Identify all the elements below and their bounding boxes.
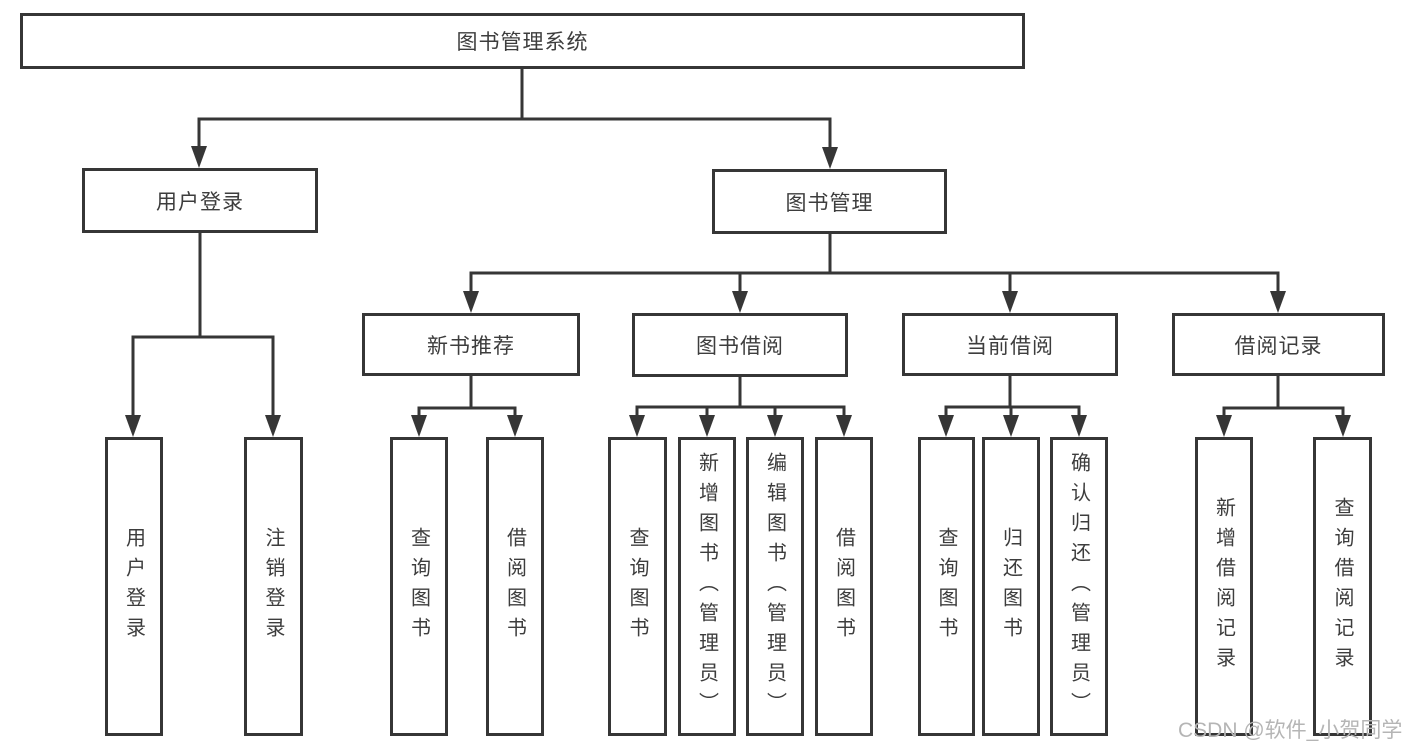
connector-newbook-to-leaves bbox=[417, 374, 517, 419]
node-user-login-label: 用户登录 bbox=[156, 190, 244, 214]
leaf-newbook-query-books: 查询图书 bbox=[390, 437, 448, 736]
node-root-label: 图书管理系统 bbox=[456, 31, 589, 54]
connector-bookborrow-to-leaves bbox=[635, 375, 846, 419]
leaf-cb-confirm-return-admin-label: 确认归还（管理员） bbox=[1067, 451, 1090, 722]
arrowhead-leaf-user-login bbox=[125, 415, 141, 437]
leaf-user-login: 用户登录 bbox=[105, 437, 163, 736]
leaf-bb-borrow-books-label: 借阅图书 bbox=[832, 526, 855, 647]
arrowhead-leaf-br-add bbox=[1216, 415, 1232, 437]
node-new-book-recommend: 新书推荐 bbox=[362, 313, 580, 376]
leaf-cb-query-books-label: 查询图书 bbox=[935, 526, 957, 647]
node-root-library-system: 图书管理系统 bbox=[20, 13, 1025, 69]
node-current-borrow-label: 当前借阅 bbox=[966, 334, 1054, 358]
connector-bookmgmt-to-level2 bbox=[469, 232, 1280, 294]
leaf-br-add-record: 新增借阅记录 bbox=[1195, 437, 1253, 736]
arrowhead-leaf-br-query bbox=[1335, 415, 1351, 437]
leaf-newbook-borrow-books: 借阅图书 bbox=[486, 437, 544, 736]
arrowhead-leaf-bb-query bbox=[629, 415, 645, 437]
leaf-cb-return-books: 归还图书 bbox=[982, 437, 1040, 736]
node-book-management: 图书管理 bbox=[712, 169, 947, 234]
leaf-bb-query-books-label: 查询图书 bbox=[626, 526, 648, 647]
leaf-user-login-label: 用户登录 bbox=[122, 526, 145, 647]
connector-userlogin-to-leaves bbox=[131, 231, 275, 418]
leaf-bb-query-books: 查询图书 bbox=[608, 437, 667, 736]
leaf-bb-borrow-books: 借阅图书 bbox=[815, 437, 873, 736]
node-book-borrow: 图书借阅 bbox=[632, 313, 848, 377]
arrowhead-leaf-newbook-query bbox=[411, 415, 427, 437]
arrowhead-to-book-borrow bbox=[732, 291, 748, 313]
leaf-br-query-record-label: 查询借阅记录 bbox=[1331, 496, 1353, 677]
leaf-newbook-query-books-label: 查询图书 bbox=[407, 526, 430, 647]
arrowhead-leaf-cb-confirm bbox=[1071, 415, 1087, 437]
arrowhead-to-new-book-rec bbox=[463, 291, 479, 313]
leaf-cb-return-books-label: 归还图书 bbox=[999, 526, 1022, 647]
arrowhead-leaf-bb-edit bbox=[767, 415, 783, 437]
leaf-cb-confirm-return-admin: 确认归还（管理员） bbox=[1050, 437, 1108, 736]
node-book-management-label: 图书管理 bbox=[785, 191, 874, 215]
arrowhead-to-book-mgmt bbox=[822, 147, 838, 169]
leaf-cb-query-books: 查询图书 bbox=[918, 437, 975, 736]
connector-borrowrecord-to-leaves bbox=[1222, 374, 1345, 419]
arrowhead-to-current-borrow bbox=[1002, 291, 1018, 313]
leaf-bb-add-books-admin: 新增图书（管理员） bbox=[678, 437, 736, 736]
arrowhead-to-user-login bbox=[191, 146, 207, 168]
node-new-book-recommend-label: 新书推荐 bbox=[427, 334, 515, 358]
arrowhead-leaf-bb-borrow bbox=[836, 415, 852, 437]
leaf-bb-edit-books-admin: 编辑图书（管理员） bbox=[746, 437, 804, 736]
arrowhead-leaf-cb-return bbox=[1003, 415, 1019, 437]
connector-root-to-level1 bbox=[197, 67, 832, 152]
leaf-newbook-borrow-books-label: 借阅图书 bbox=[503, 526, 526, 647]
arrowhead-leaf-bb-add bbox=[699, 415, 715, 437]
arrowhead-leaf-cb-query bbox=[938, 415, 954, 437]
node-book-borrow-label: 图书借阅 bbox=[696, 335, 784, 358]
arrowhead-to-borrow-records bbox=[1270, 291, 1286, 313]
arrowhead-leaf-logout bbox=[265, 415, 281, 437]
node-user-login: 用户登录 bbox=[82, 168, 318, 233]
leaf-bb-edit-books-admin-label: 编辑图书（管理员） bbox=[763, 451, 786, 722]
leaf-br-add-record-label: 新增借阅记录 bbox=[1212, 496, 1235, 677]
leaf-bb-add-books-admin-label: 新增图书（管理员） bbox=[695, 451, 718, 722]
connector-currentborrow-to-leaves bbox=[944, 374, 1081, 419]
arrowhead-leaf-newbook-borrow bbox=[507, 415, 523, 437]
node-current-borrow: 当前借阅 bbox=[902, 313, 1118, 376]
leaf-logout-label: 注销登录 bbox=[262, 526, 284, 647]
node-borrow-records-label: 借阅记录 bbox=[1234, 334, 1323, 358]
node-borrow-records: 借阅记录 bbox=[1172, 313, 1385, 376]
leaf-br-query-record: 查询借阅记录 bbox=[1313, 437, 1372, 736]
leaf-logout: 注销登录 bbox=[244, 437, 303, 736]
csdn-watermark: CSDN @软件_小贺同学 bbox=[1178, 719, 1403, 742]
